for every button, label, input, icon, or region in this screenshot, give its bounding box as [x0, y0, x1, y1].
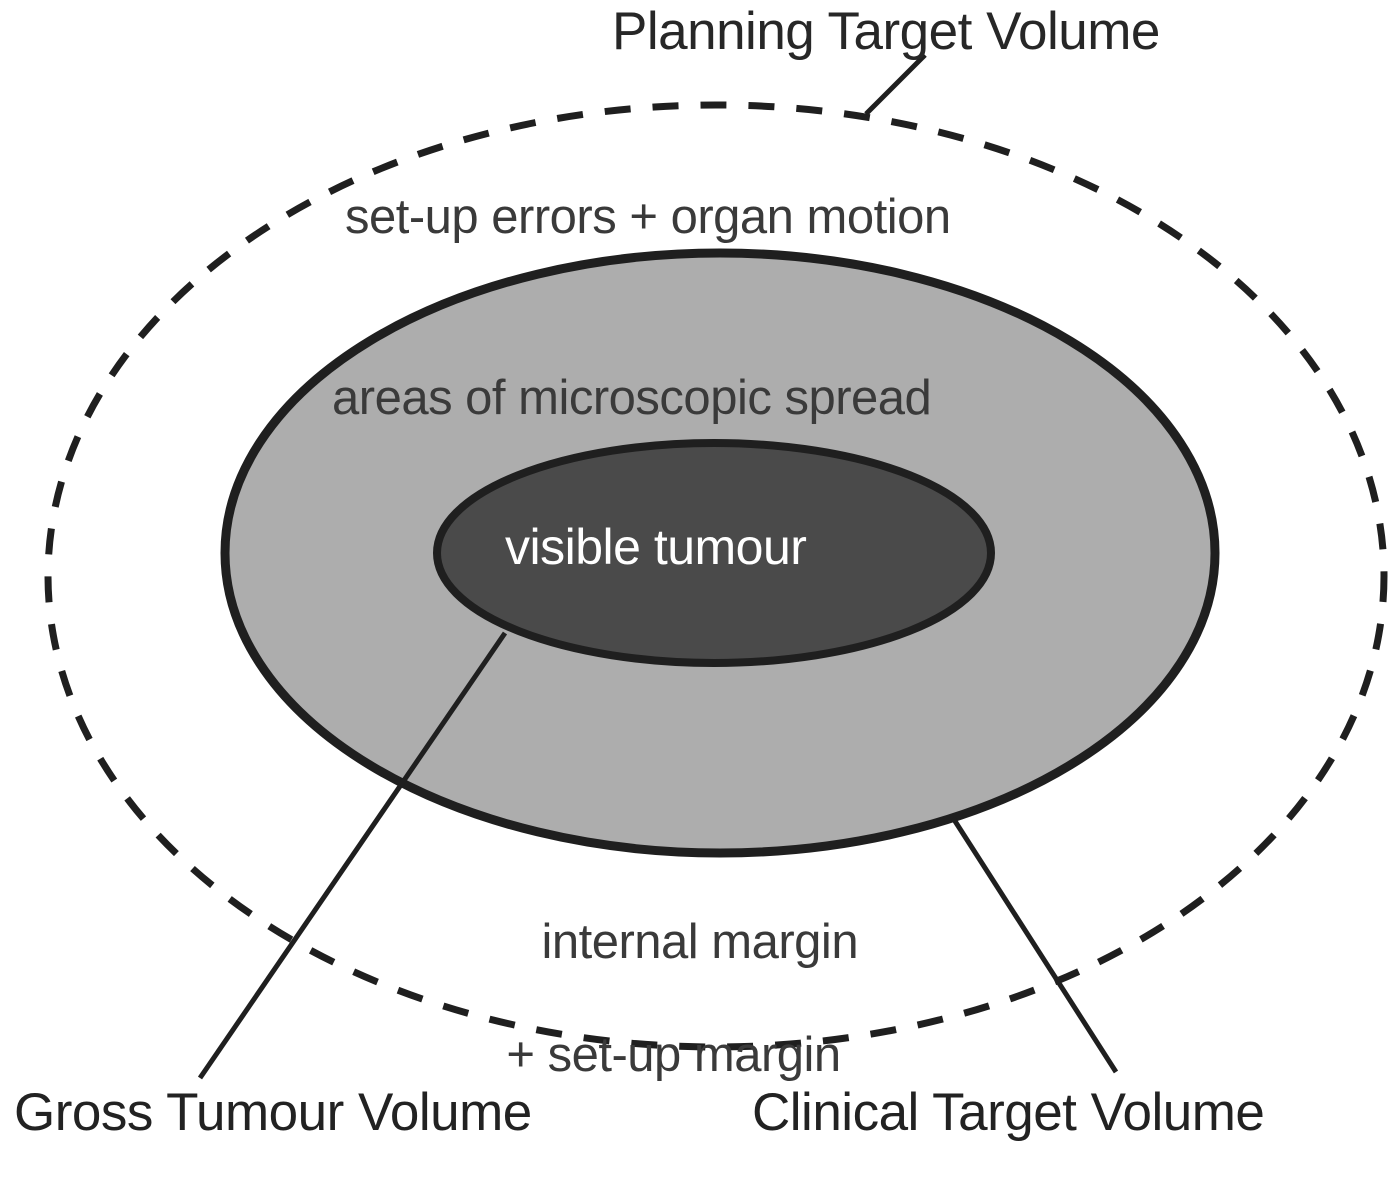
internal-margin-label-group: internal margin + set-up margin [489, 866, 858, 1185]
gtv-leader-line [197, 631, 508, 1080]
setup-margin-label: + set-up margin [506, 1028, 841, 1083]
gtv-dark-ellipse [433, 439, 995, 667]
ptv-leader-line [864, 53, 927, 116]
visible-tumour-label: visible tumour [505, 519, 807, 575]
microscopic-spread-label: areas of microscopic spread [332, 371, 932, 425]
ptv-title-label: Planning Target Volume [612, 2, 1160, 61]
internal-margin-label: internal margin [541, 915, 859, 970]
ctv-leader-line [950, 816, 1119, 1074]
ptv-dashed-ellipse [44, 101, 1388, 1051]
clinical-target-volume-label: Clinical Target Volume [752, 1083, 1265, 1142]
gross-tumour-volume-label: Gross Tumour Volume [14, 1083, 532, 1142]
setup-errors-label: set-up errors + organ motion [345, 190, 951, 244]
